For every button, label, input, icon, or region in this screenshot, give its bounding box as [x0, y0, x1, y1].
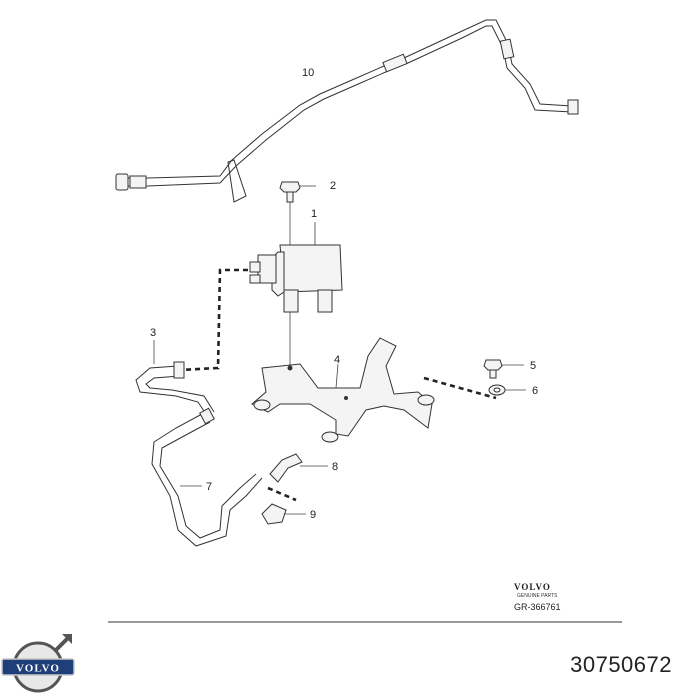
logo-wordmark: VOLVO: [16, 663, 60, 675]
dashed-connections: [179, 268, 497, 502]
part-6-washer: [488, 384, 526, 396]
part-number: 30750672: [570, 652, 672, 677]
callout-1: 1: [311, 208, 317, 220]
part-1-solenoid-valve: [249, 222, 343, 368]
callout-7: 7: [206, 481, 212, 493]
callout-labels: 10 2 1 3 4 5 6 8 7 9: [150, 67, 538, 521]
part-5-bolt: [483, 359, 524, 379]
callout-9: 9: [310, 509, 316, 521]
part-2-bolt: [279, 181, 316, 245]
brand-subtitle: GENUINE PARTS: [517, 593, 558, 599]
part-8-hose-elbow: [269, 453, 328, 483]
callout-2: 2: [330, 180, 336, 192]
callout-4: 4: [334, 354, 340, 366]
brand-block: VOLVO GENUINE PARTS GR-366761: [514, 582, 561, 612]
callout-8: 8: [332, 461, 338, 473]
diagram-reference: GR-366761: [514, 602, 561, 612]
callout-3: 3: [150, 327, 156, 339]
callout-6: 6: [532, 385, 538, 397]
callout-10: 10: [302, 67, 314, 79]
part-7-hose: [151, 407, 263, 547]
volvo-logo: VOLVO: [1, 634, 75, 693]
part-10-vacuum-line: [115, 19, 579, 203]
callout-5: 5: [530, 360, 536, 372]
part-3-hose: [135, 340, 215, 415]
brand-name: VOLVO: [514, 582, 551, 592]
part-9-cap: [261, 503, 306, 525]
part-4-bracket: [251, 337, 435, 443]
